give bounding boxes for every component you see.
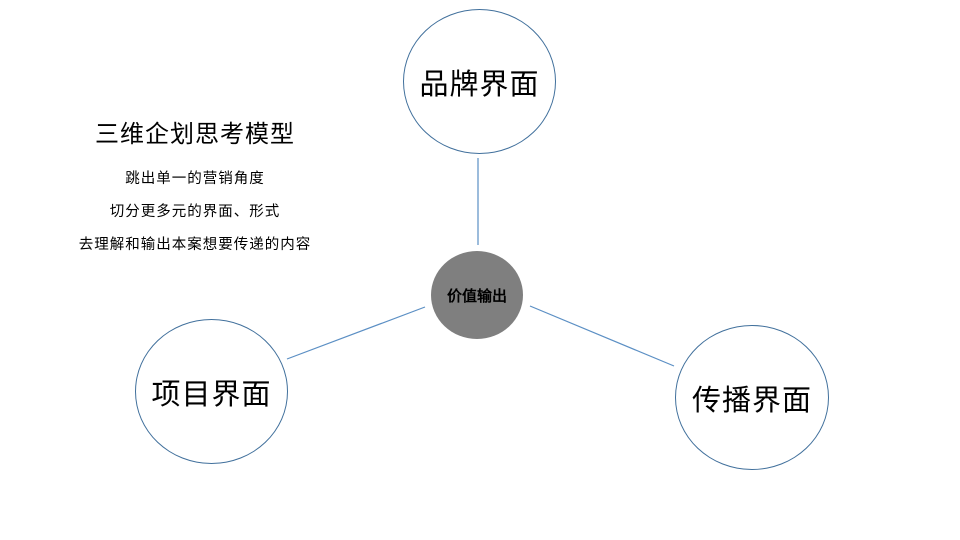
node-brand-label: 品牌界面 — [419, 66, 540, 101]
node-value-output: 价值输出 — [431, 251, 523, 339]
caption-line-2: 切分更多元的界面、形式 — [109, 204, 281, 220]
connector-left — [286, 306, 426, 360]
node-communication-label: 传播界面 — [691, 382, 812, 417]
model-caption: 三维企划思考模型 跳出单一的营销角度 切分更多元的界面、形式 去理解和输出本案想… — [40, 114, 350, 262]
connector-right — [529, 305, 675, 367]
node-communication-interface: 传播界面 — [675, 325, 829, 470]
node-value-label: 价值输出 — [446, 286, 507, 305]
node-project-interface: 项目界面 — [135, 319, 288, 464]
caption-line-1: 跳出单一的营销角度 — [125, 171, 265, 187]
caption-title: 三维企划思考模型 — [95, 120, 295, 148]
node-brand-interface: 品牌界面 — [403, 9, 556, 154]
caption-line-3: 去理解和输出本案想要传递的内容 — [78, 237, 312, 253]
node-project-label: 项目界面 — [151, 376, 272, 411]
